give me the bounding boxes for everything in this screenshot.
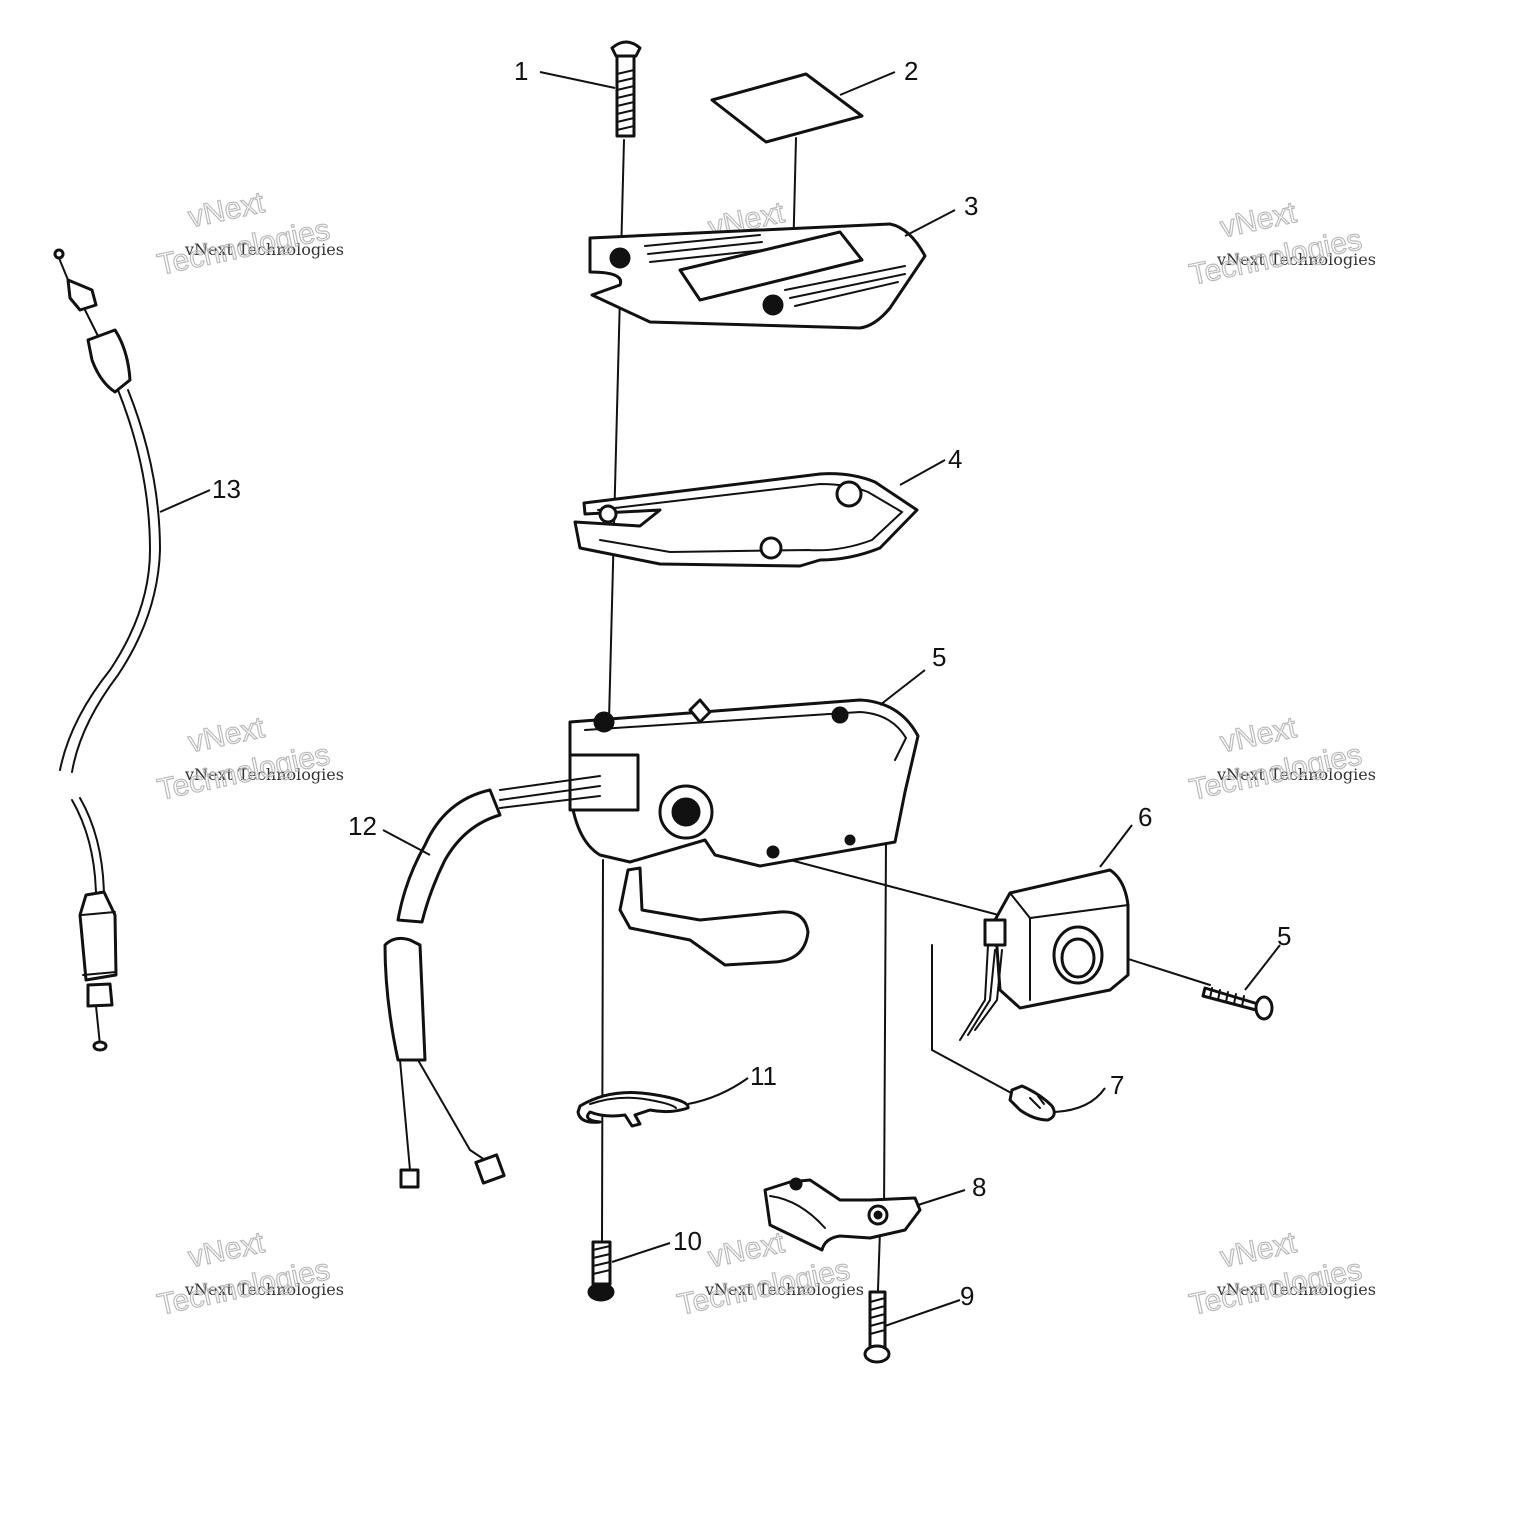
callout-2: 2 <box>904 56 918 86</box>
part-5-screw <box>1201 986 1274 1021</box>
part-7-bulb <box>1008 1084 1056 1122</box>
callout-5-right: 5 <box>1277 921 1291 951</box>
part-6-switch <box>959 868 1130 1041</box>
callout-9: 9 <box>960 1281 974 1311</box>
callout-4: 4 <box>948 444 962 474</box>
part-3-cover <box>588 222 927 330</box>
callout-5: 5 <box>932 642 946 672</box>
callout-11: 11 <box>750 1061 777 1091</box>
callout-7: 7 <box>1110 1070 1124 1100</box>
part-10-screw <box>587 1240 615 1302</box>
part-11-retainer <box>576 1091 690 1128</box>
watermark-bottom-left: vNext vNext Technologies Technologies <box>154 1225 344 1322</box>
watermark-mid-right: vNext vNext Technologies Technologies <box>1186 710 1376 807</box>
callout-6: 6 <box>1138 802 1152 832</box>
part-1-screw <box>610 40 642 138</box>
part-9-screw <box>863 1290 891 1364</box>
svg-text:vNext Technologies: vNext Technologies <box>1216 250 1376 269</box>
watermark-top-left: vNext vNext Technologies Technologies <box>154 185 344 282</box>
svg-text:vNext Technologies: vNext Technologies <box>1216 765 1376 784</box>
watermark-mid-left: vNext vNext Technologies Technologies <box>154 710 344 807</box>
callout-12: 12 <box>348 811 377 841</box>
callout-1: 1 <box>514 56 528 86</box>
svg-text:vNext Technologies: vNext Technologies <box>184 765 344 784</box>
callout-13: 13 <box>212 474 241 504</box>
part-2-decal <box>710 72 864 144</box>
svg-text:vNext Technologies: vNext Technologies <box>184 240 344 259</box>
part-12-harness <box>383 775 601 1189</box>
part-13-cable <box>53 248 162 1052</box>
part-4-gasket <box>573 472 919 568</box>
callout-8: 8 <box>972 1172 986 1202</box>
svg-text:vNext Technologies: vNext Technologies <box>1216 1280 1376 1299</box>
part-8-clamp <box>763 1177 922 1252</box>
leader-lines <box>159 71 1281 1327</box>
svg-text:vNext Technologies: vNext Technologies <box>184 1280 344 1299</box>
callout-10: 10 <box>673 1226 702 1256</box>
callout-3: 3 <box>964 191 978 221</box>
svg-text:vNext Technologies: vNext Technologies <box>704 1280 864 1299</box>
watermark-top-right: vNext vNext Technologies Technologies <box>1186 195 1376 292</box>
callout-numbers: 1 2 3 4 5 6 5 7 8 9 10 11 12 13 <box>212 56 1291 1311</box>
part-5-housing <box>568 698 920 967</box>
watermark-bottom-right: vNext vNext Technologies Technologies <box>1186 1225 1376 1322</box>
